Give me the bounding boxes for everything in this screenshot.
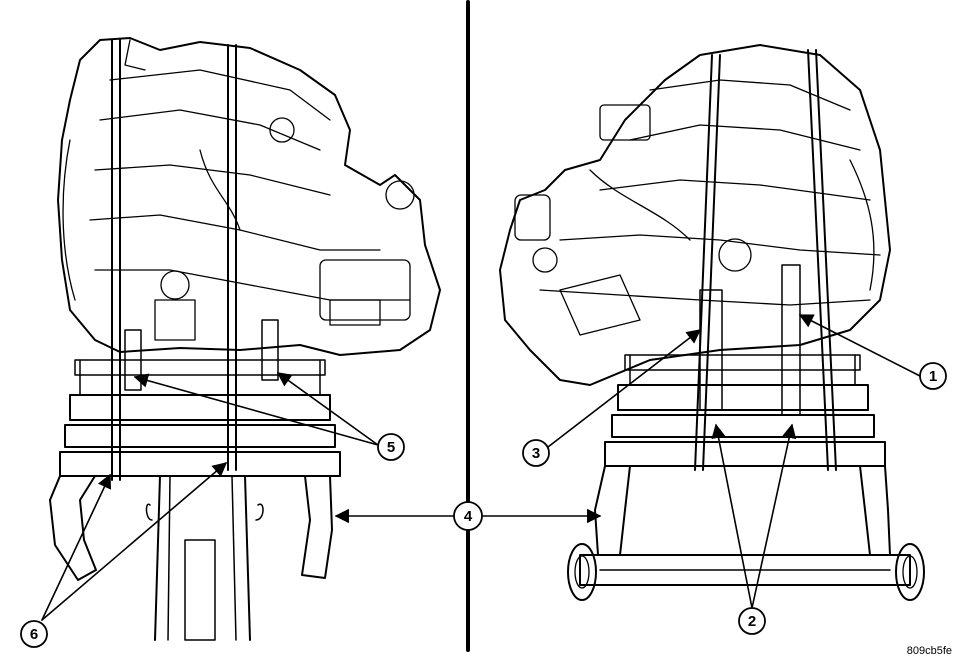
- leader-5a: [133, 373, 379, 446]
- callout-4: 4: [453, 501, 483, 531]
- leader-5b: [276, 372, 379, 446]
- callout-1: 1: [919, 362, 947, 390]
- callout-5: 5: [377, 433, 405, 461]
- right-cradle-top: [617, 384, 869, 411]
- right-rod-left: [694, 54, 713, 471]
- left-leg-right: [301, 475, 333, 579]
- svg-text:6: 6: [30, 626, 38, 643]
- right-leg-left: [594, 465, 631, 556]
- leader-2a: [711, 423, 753, 609]
- callout-6: 6: [20, 620, 48, 648]
- leader-1: [798, 314, 921, 377]
- left-jack-post: [154, 475, 251, 641]
- left-leg-left: [49, 475, 97, 581]
- right-wheel-left: [567, 543, 597, 601]
- left-cradle-top: [69, 394, 331, 421]
- svg-text:3: 3: [532, 445, 540, 462]
- right-leg-right: [859, 465, 891, 556]
- svg-text:5: 5: [387, 439, 395, 456]
- right-base-rail: [579, 554, 911, 586]
- svg-text:1: 1: [929, 368, 937, 385]
- svg-text:4: 4: [464, 508, 473, 525]
- leader-3: [547, 329, 702, 448]
- callout-3: 3: [522, 439, 550, 467]
- svg-text:2: 2: [748, 613, 756, 630]
- left-engine-view: [49, 37, 441, 641]
- leader-6a: [41, 473, 112, 621]
- leader-2b: [751, 423, 797, 609]
- right-wheel-right: [895, 543, 925, 601]
- right-engine-block: [499, 44, 891, 386]
- right-rod-right: [807, 49, 829, 471]
- leader-6b: [41, 462, 228, 621]
- right-engine-view: [499, 44, 925, 601]
- left-engine-block: [57, 37, 441, 356]
- figure-code: 809cb5fe: [906, 645, 952, 657]
- callout-2: 2: [738, 607, 766, 635]
